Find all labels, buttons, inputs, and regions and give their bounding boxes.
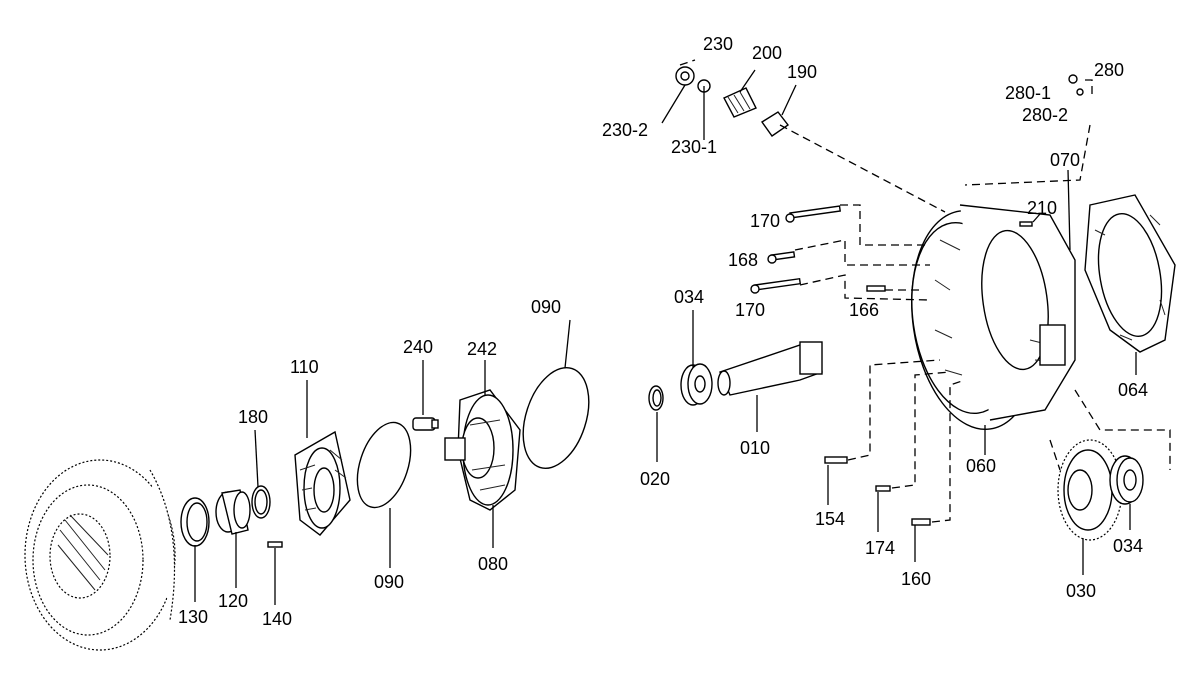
label-230: 230 bbox=[703, 34, 733, 54]
label-200: 200 bbox=[752, 43, 782, 63]
label-070: 070 bbox=[1050, 150, 1080, 170]
housing-part-060 bbox=[911, 204, 1076, 430]
label-154: 154 bbox=[815, 509, 845, 529]
cap-part-230 bbox=[675, 66, 711, 93]
label-034-left: 034 bbox=[674, 287, 704, 307]
leader-lines bbox=[194, 69, 1137, 605]
label-064: 064 bbox=[1118, 380, 1148, 400]
label-090-upper: 090 bbox=[531, 297, 561, 317]
gear-part-030 bbox=[1057, 439, 1123, 541]
bushing-part-120 bbox=[215, 489, 251, 535]
screw-part-140 bbox=[267, 541, 283, 548]
label-174: 174 bbox=[865, 538, 895, 558]
label-120: 120 bbox=[218, 591, 248, 611]
label-280-2: 280-2 bbox=[1022, 105, 1068, 125]
fitting-part-280 bbox=[1068, 74, 1084, 96]
label-160: 160 bbox=[901, 569, 931, 589]
gasket-part-064 bbox=[1084, 194, 1176, 353]
o-ring-part-090-lower bbox=[356, 421, 412, 509]
bearing-part-034-left bbox=[680, 363, 713, 406]
torque-converter-part bbox=[24, 459, 176, 651]
label-242: 242 bbox=[467, 339, 497, 359]
bolt-part-240 bbox=[412, 417, 439, 431]
label-166: 166 bbox=[849, 300, 879, 320]
snap-ring-part-180 bbox=[251, 485, 271, 519]
bolt-part-170-lower bbox=[750, 277, 802, 294]
shaft-part-010 bbox=[717, 341, 823, 396]
label-020: 020 bbox=[640, 469, 670, 489]
bolt-part-174 bbox=[875, 485, 891, 492]
label-230-1: 230-1 bbox=[671, 137, 717, 157]
snap-ring-part-020 bbox=[648, 385, 664, 411]
bolt-part-166 bbox=[866, 285, 886, 292]
ring-part-130 bbox=[180, 497, 210, 547]
bearing-part-034-right bbox=[1109, 455, 1144, 505]
label-140: 140 bbox=[262, 609, 292, 629]
label-110: 110 bbox=[290, 357, 319, 377]
part-labels: 230 200 190 230-2 230-1 280 280-1 280-2 … bbox=[178, 34, 1148, 629]
label-240: 240 bbox=[403, 337, 433, 357]
label-060: 060 bbox=[966, 456, 996, 476]
label-210: 210 bbox=[1027, 198, 1057, 218]
bolt-part-168 bbox=[767, 251, 796, 264]
bolt-part-154 bbox=[824, 456, 848, 464]
bolt-part-170-upper bbox=[785, 205, 841, 223]
label-030: 030 bbox=[1066, 581, 1096, 601]
label-230-2: 230-2 bbox=[602, 120, 648, 140]
label-190: 190 bbox=[787, 62, 817, 82]
o-ring-part-090-upper bbox=[522, 366, 590, 470]
label-280: 280 bbox=[1094, 60, 1124, 80]
bolt-part-160 bbox=[911, 518, 931, 526]
pin-part-210 bbox=[1019, 221, 1033, 227]
plug-part-190 bbox=[760, 111, 790, 137]
assembly-lines bbox=[679, 59, 1171, 523]
label-170-upper: 170 bbox=[750, 211, 780, 231]
label-080: 080 bbox=[478, 554, 508, 574]
pump-plate-part-110 bbox=[294, 430, 351, 536]
label-034-right: 034 bbox=[1113, 536, 1143, 556]
label-170-lower: 170 bbox=[735, 300, 765, 320]
label-180: 180 bbox=[238, 407, 268, 427]
spring-part-200 bbox=[723, 87, 757, 118]
label-010: 010 bbox=[740, 438, 770, 458]
label-280-1: 280-1 bbox=[1005, 83, 1051, 103]
label-168: 168 bbox=[728, 250, 758, 270]
label-130: 130 bbox=[178, 607, 208, 627]
pump-housing-part-080 bbox=[444, 389, 521, 511]
label-090-lower: 090 bbox=[374, 572, 404, 592]
